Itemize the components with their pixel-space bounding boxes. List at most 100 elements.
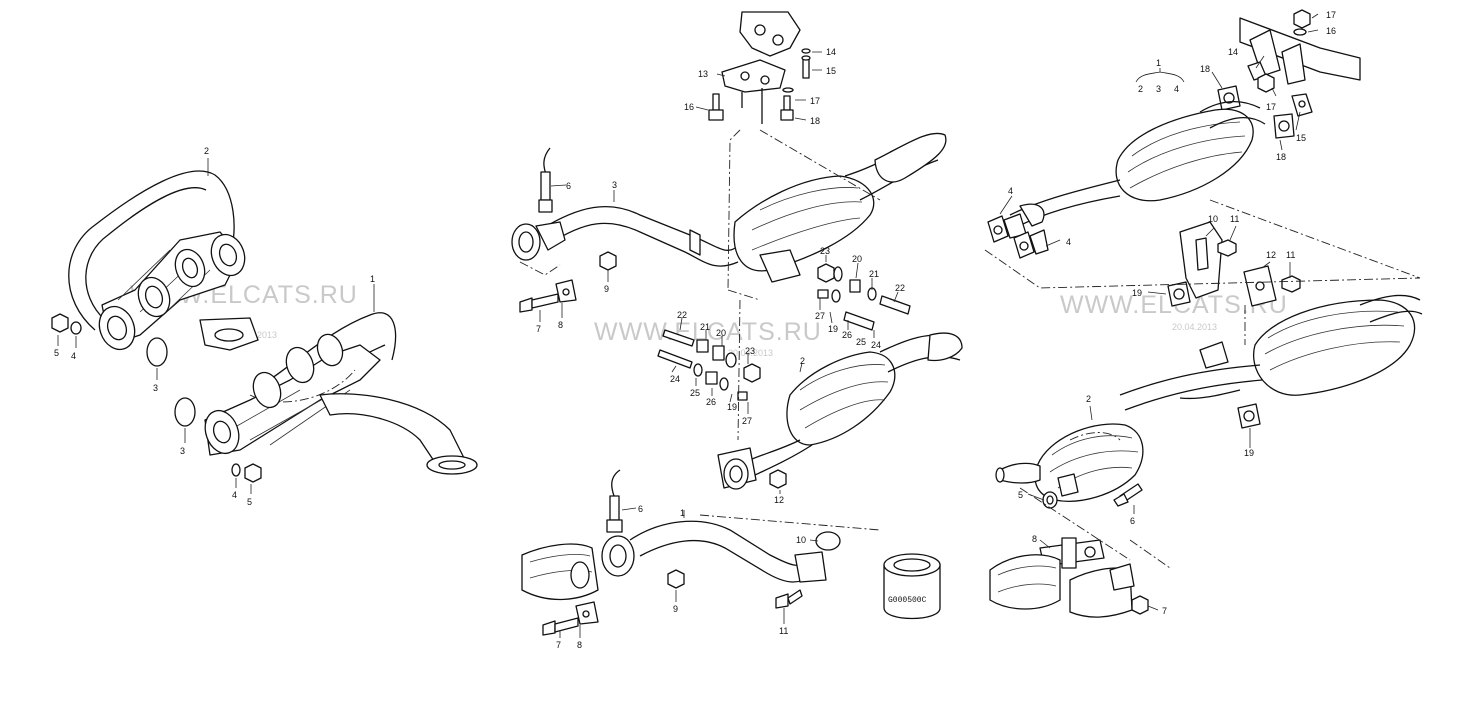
gasket-ring-lower — [174, 397, 196, 427]
bolt-6 — [1113, 483, 1143, 507]
part-label: 15 — [1296, 133, 1306, 143]
part-label: 17 — [1326, 10, 1336, 20]
part-label: 14 — [1228, 47, 1238, 57]
bolt-15 — [801, 55, 811, 79]
part-label: 26 — [706, 397, 716, 407]
part-label: 3 — [153, 383, 158, 393]
part-label: 11 — [1230, 214, 1239, 224]
gasket-ring-upper — [146, 337, 168, 367]
clamp-8-lower — [575, 601, 599, 625]
part-label: 6 — [566, 181, 571, 191]
hardware-stack-lower — [657, 329, 761, 401]
manifold-group: 2 1 3 3 4 5 4 5 — [51, 146, 478, 507]
part-label: 26 — [842, 330, 852, 340]
part-label: 10 — [796, 535, 806, 545]
part-label: 18 — [1276, 152, 1286, 162]
mounting-bracket — [721, 11, 801, 124]
part-label: 11 — [1286, 250, 1295, 260]
middle-silencer — [995, 423, 1144, 502]
part-label: 1 — [370, 274, 375, 284]
part-label: 6 — [1130, 516, 1135, 526]
part-label: 18 — [810, 116, 820, 126]
part-label: 21 — [700, 322, 710, 332]
part-label: 8 — [558, 320, 563, 330]
part-label: 14 — [826, 47, 836, 57]
bracket-12 — [1243, 265, 1277, 307]
clamp-4-upper — [987, 213, 1027, 243]
rubber-ring-19-bottom — [1237, 403, 1261, 429]
rear-group: 1 2 3 4 18 14 17 16 17 15 18 4 4 10 11 1… — [984, 9, 1423, 618]
clamp-8-upper — [555, 279, 577, 303]
part-label: 4 — [1066, 237, 1071, 247]
part-label: 21 — [869, 269, 879, 279]
hanger-15 — [1291, 93, 1313, 117]
part-label: 4 — [71, 351, 76, 361]
part-label: 11 — [779, 626, 788, 636]
catalyst-stub-rear — [989, 554, 1135, 618]
part-label: 13 — [698, 69, 708, 79]
rubber-ring-18-left — [1217, 85, 1241, 111]
stamp-text: G000500C — [888, 596, 927, 605]
part-label: 4 — [1008, 186, 1013, 196]
bolt-11-center — [775, 589, 803, 609]
part-label: 2 — [1138, 84, 1143, 94]
chassis-rail — [1239, 17, 1361, 85]
part-label: 25 — [690, 388, 700, 398]
part-label: 2 — [1086, 394, 1091, 404]
nut-washer-upper — [51, 313, 82, 335]
bolt-11-top — [1217, 239, 1237, 257]
rubber-ring-19-top — [1167, 281, 1191, 307]
part-label: 16 — [1326, 26, 1336, 36]
part-label: 24 — [871, 340, 881, 350]
part-label: 7 — [536, 324, 541, 334]
part-label: 17 — [1266, 102, 1276, 112]
part-label: 5 — [54, 348, 59, 358]
front-pipe-group: G000500C 13 14 15 16 17 18 6 3 9 7 8 23 … — [511, 11, 963, 650]
nut-17-mid — [1257, 73, 1275, 93]
nut-9-upper — [599, 251, 617, 271]
nut-12 — [769, 469, 787, 489]
part-label: 5 — [1018, 490, 1023, 500]
washer-17 — [782, 87, 794, 93]
bolt-16 — [708, 93, 724, 121]
hardware-stack-upper — [817, 263, 911, 331]
part-label: 7 — [556, 640, 561, 650]
part-label: 9 — [673, 604, 678, 614]
bolt-11-right — [1281, 275, 1301, 293]
part-label: 27 — [815, 311, 825, 321]
part-label: 4 — [1174, 84, 1179, 94]
nut-7 — [1131, 595, 1149, 615]
bolt-18 — [780, 95, 794, 121]
catalytic-converter-upper — [733, 132, 947, 283]
part-label: 19 — [828, 324, 838, 334]
exhaust-manifold-lower — [204, 312, 478, 475]
oxygen-sensor-lower — [606, 469, 623, 533]
part-label: 1 — [1156, 58, 1161, 68]
nut-washer-lower — [231, 463, 262, 483]
part-label: 1 — [680, 508, 685, 518]
part-label: 7 — [1162, 606, 1167, 616]
part-label: 9 — [604, 284, 609, 294]
part-label: 25 — [856, 337, 866, 347]
part-label: 20 — [852, 254, 862, 264]
nut-17-top — [1293, 9, 1311, 29]
part-label: 2 — [204, 146, 209, 156]
part-label: 15 — [826, 66, 836, 76]
part-label: 3 — [1156, 84, 1161, 94]
part-label: 8 — [577, 640, 582, 650]
part-label: 3 — [612, 180, 617, 190]
part-label: 23 — [820, 246, 830, 256]
clamp-4-lower — [1013, 229, 1049, 259]
part-label: 2 — [800, 356, 805, 366]
part-label: 20 — [716, 328, 726, 338]
part-label: 23 — [745, 346, 755, 356]
part-label: 24 — [670, 374, 680, 384]
clamp-sleeve: G000500C — [883, 553, 941, 620]
part-label: 16 — [684, 102, 694, 112]
part-label: 6 — [638, 504, 643, 514]
catalyst-stub — [521, 543, 599, 601]
part-label: 10 — [1208, 214, 1218, 224]
bracket-10 — [1179, 221, 1223, 299]
part-label: 19 — [1244, 448, 1254, 458]
